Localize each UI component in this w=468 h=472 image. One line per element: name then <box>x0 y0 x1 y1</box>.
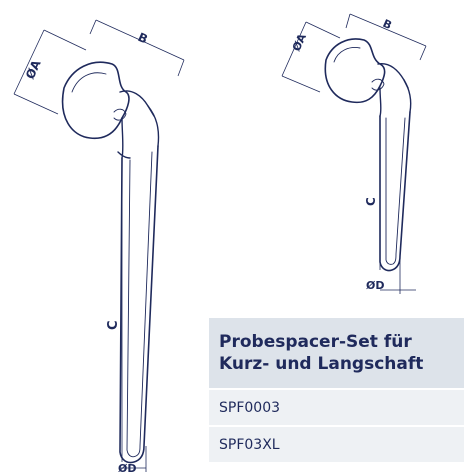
short-stem-head <box>324 38 386 104</box>
product-table: Probespacer-Set für Kurz- und Langschaft… <box>209 318 464 462</box>
table-row: SPF03XL <box>209 425 464 462</box>
long-stem-neck <box>119 90 155 159</box>
long-stem-head <box>61 61 130 140</box>
long-stem-drawing <box>61 61 160 464</box>
long-stem-shoulder <box>117 105 160 159</box>
short-stem-drawing <box>324 38 412 272</box>
long-stem-shaft-outer <box>119 145 159 464</box>
long-stem-shaft-inner <box>126 151 153 458</box>
short-stem-label-diameter-a: ØA <box>290 31 309 53</box>
table-header-line-1: Probespacer-Set für <box>219 332 412 352</box>
long-stem-label-diameter-d: ØD <box>118 462 136 472</box>
table-header-line-2: Kurz- und Langschaft <box>219 354 424 374</box>
short-stem-shaft-inner <box>385 117 406 265</box>
long-stem-dimensions <box>13 19 185 472</box>
long-stem-collar <box>113 108 127 121</box>
short-stem-head-inner <box>333 47 361 63</box>
short-stem-collar <box>371 78 385 91</box>
long-stem-head-inner <box>71 72 107 93</box>
long-stem-label-diameter-a: ØA <box>23 57 44 81</box>
table-row: SPF0003 <box>209 388 464 425</box>
short-stem-label-c: C <box>364 197 378 206</box>
short-stem-shoulder <box>403 79 412 113</box>
table-header: Probespacer-Set für Kurz- und Langschaft <box>209 318 464 388</box>
short-stem-label-diameter-d: ØD <box>366 279 384 292</box>
short-stem-dimensions <box>281 13 427 294</box>
short-stem-shaft-outer <box>379 111 411 272</box>
short-stem-neck <box>377 63 409 117</box>
long-stem-label-c: C <box>106 320 121 330</box>
long-stem-label-b: B <box>136 30 150 47</box>
short-stem-label-b: B <box>381 17 394 32</box>
